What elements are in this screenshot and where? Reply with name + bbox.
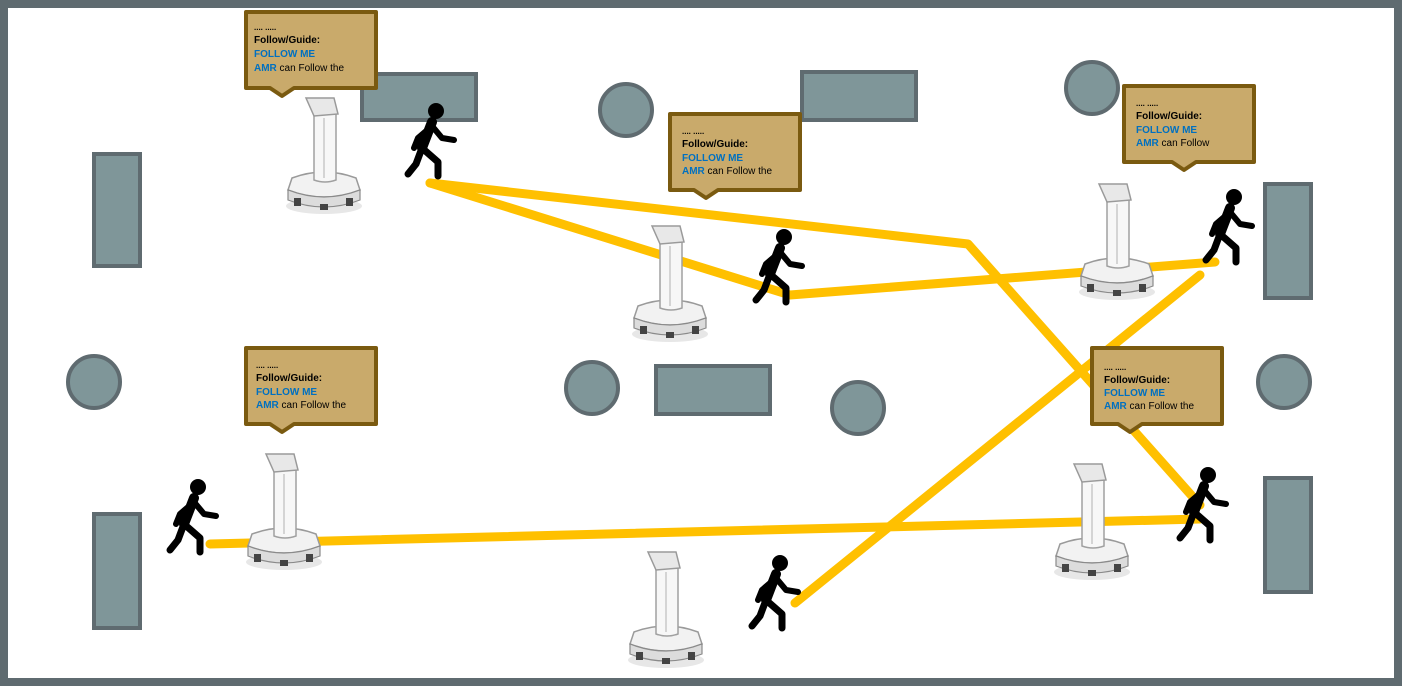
shelf-obstacle — [92, 152, 142, 268]
shelf-obstacle — [360, 72, 478, 122]
bubble-follow-me: FOLLOW ME — [682, 153, 743, 164]
bubble-amr: AMR — [1104, 401, 1128, 412]
bubble-amr: AMR — [1136, 138, 1160, 149]
shelf-obstacle — [92, 512, 142, 630]
svg-text:AMR can Follow the: AMR can Follow the — [682, 166, 772, 177]
speech-bubble: .... ..... Follow/Guide: FOLLOW ME AMR c… — [244, 346, 378, 434]
bubble-ellipsis: .... ..... — [256, 361, 278, 370]
speech-bubble: .... ..... Follow/Guide: FOLLOW ME AMR c… — [1090, 346, 1224, 434]
shelf-obstacle — [1263, 476, 1313, 594]
pillar-obstacle — [1256, 354, 1312, 410]
pillar-obstacle — [564, 360, 620, 416]
follow-path — [425, 178, 1220, 300]
bubble-body-text: can Follow — [1159, 138, 1210, 149]
speech-bubble: .... ..... Follow/Guide: FOLLOW ME AMR c… — [1122, 84, 1256, 172]
pillar-obstacle — [1064, 60, 1120, 116]
bubble-ellipsis: .... ..... — [682, 127, 704, 136]
bubble-body-text: can Follow the — [705, 166, 773, 177]
bubble-follow-me: FOLLOW ME — [1104, 388, 1165, 399]
shelf-obstacle — [654, 364, 772, 416]
speech-bubble: .... ..... Follow/Guide: FOLLOW ME AMR c… — [244, 10, 378, 98]
svg-text:AMR can Follow the: AMR can Follow the — [1104, 401, 1194, 412]
bubble-body-text: can Follow the — [279, 400, 347, 411]
pillar-obstacle — [66, 354, 122, 410]
bubble-body-text: can Follow the — [277, 63, 345, 74]
bubble-heading: Follow/Guide: — [256, 373, 322, 384]
bubble-body-text: can Follow the — [1127, 401, 1195, 412]
bubble-amr: AMR — [254, 63, 278, 74]
svg-text:AMR can Follow the: AMR can Follow the — [254, 63, 344, 74]
speech-bubble: .... ..... Follow/Guide: FOLLOW ME AMR c… — [668, 112, 802, 200]
svg-text:AMR can Follow: AMR can Follow — [1136, 138, 1210, 149]
shelf-obstacle — [1263, 182, 1313, 300]
bubble-amr: AMR — [256, 400, 280, 411]
follow-path — [790, 270, 1205, 608]
shelf-obstacle — [800, 70, 918, 122]
bubble-heading: Follow/Guide: — [682, 139, 748, 150]
pillar-obstacle — [830, 380, 886, 436]
speech-bubbles: .... ..... Follow/Guide: FOLLOW ME AMR c… — [244, 10, 1256, 434]
pillar-obstacles — [66, 60, 1312, 436]
bubble-follow-me: FOLLOW ME — [256, 387, 317, 398]
bubble-ellipsis: .... ..... — [254, 23, 276, 32]
follow-path — [205, 514, 1205, 549]
bubble-amr: AMR — [682, 166, 706, 177]
svg-text:AMR can Follow the: AMR can Follow the — [256, 400, 346, 411]
shelf-obstacles — [92, 70, 1313, 630]
bubble-follow-me: FOLLOW ME — [254, 49, 315, 60]
bubble-follow-me: FOLLOW ME — [1136, 125, 1197, 136]
bubble-heading: Follow/Guide: — [1104, 375, 1170, 386]
bubble-heading: Follow/Guide: — [254, 35, 320, 46]
bubble-ellipsis: .... ..... — [1136, 99, 1158, 108]
bubble-heading: Follow/Guide: — [1136, 111, 1202, 122]
pillar-obstacle — [598, 82, 654, 138]
bubble-ellipsis: .... ..... — [1104, 363, 1126, 372]
